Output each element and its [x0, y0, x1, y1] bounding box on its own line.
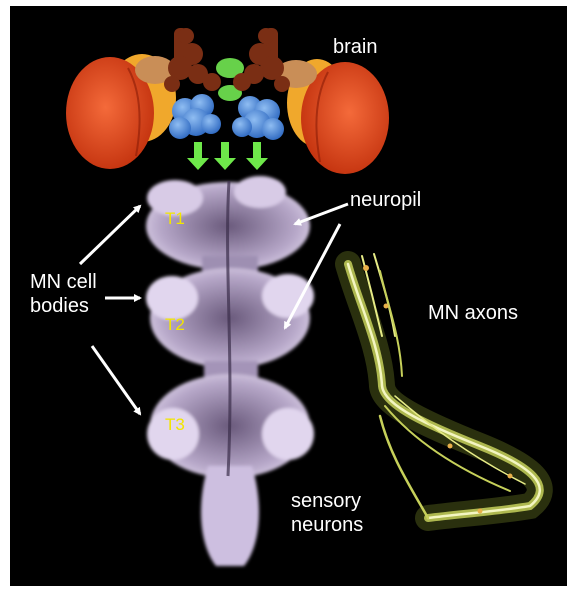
arrow-mn-to-t3: [92, 346, 140, 414]
segment-label-t3: T3: [165, 416, 185, 434]
antennal-lobes: [169, 94, 284, 140]
anatomy-illustration: [10, 6, 567, 586]
flow-arrow-left: [187, 142, 209, 170]
flow-arrow-center: [214, 142, 236, 170]
label-bodies: bodies: [30, 295, 89, 317]
flow-arrows: [187, 142, 268, 170]
arrow-mn-to-t1: [80, 206, 140, 264]
mn-axon-leg: [348, 254, 540, 518]
label-sensory: sensory: [291, 490, 361, 512]
label-mn-cell: MN cell: [30, 271, 97, 293]
label-mn-axons: MN axons: [428, 302, 518, 324]
flow-arrow-right: [246, 142, 268, 170]
segment-label-t1: T1: [165, 210, 185, 228]
label-neuropil: neuropil: [350, 189, 421, 211]
label-neurons: neurons: [291, 514, 363, 536]
figure-panel: brain neuropil MN cell bodies MN axons s…: [10, 6, 567, 586]
ventral-nerve-cord: [146, 176, 314, 566]
segment-label-t2: T2: [165, 316, 185, 334]
label-brain: brain: [333, 36, 377, 58]
